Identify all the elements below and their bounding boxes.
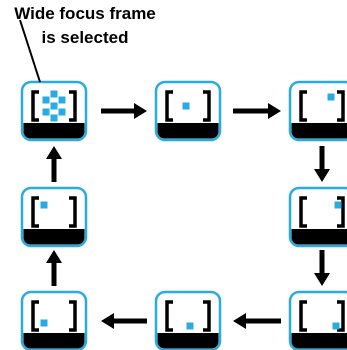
left-bracket [299,300,307,332]
focus-point [58,108,66,116]
focus-frame-bottom-center [154,290,222,350]
right-bracket [69,90,77,122]
right-bracket [203,90,211,122]
focus-point [42,108,50,116]
frame-bottom-bar-top [23,229,85,235]
arrow-wide-to-center [101,103,147,119]
caption-leader-line [19,19,41,83]
frame-bottom-bar-top [157,123,219,129]
frame-bottom-bar-top [23,123,85,129]
right-bracket [337,300,345,332]
focus-frame-right [288,186,347,248]
arrow-right-to-bottom-right [314,250,330,286]
focus-point [50,102,58,110]
focus-point [58,96,66,104]
focus-point [40,319,48,327]
arrow-top-left-to-wide [46,146,62,182]
focus-point [182,102,190,110]
right-bracket [69,196,77,228]
left-bracket [165,300,173,332]
focus-point [334,201,342,209]
focus-frame-center [154,80,222,142]
frame-bottom-bar-top [157,333,219,339]
right-bracket [337,90,345,122]
left-bracket [165,90,173,122]
right-bracket [203,300,211,332]
caption-line-1: Wide focus frame [14,4,156,23]
left-bracket [299,196,307,228]
arrow-head [101,313,114,329]
focus-point [186,322,194,330]
arrow-head [314,169,330,182]
focus-point [42,96,50,104]
arrow-top-right-to-right [314,146,330,182]
frame-bottom-bar-top [291,229,347,235]
focus-frame-wide [20,80,88,142]
arrow-bottom-left-to-top-left [46,250,62,286]
left-bracket [299,90,307,122]
left-bracket [31,196,39,228]
arrow-head [46,250,62,263]
arrow-head [134,103,147,119]
focus-point [40,201,48,209]
focus-frame-bottom-right [288,290,347,350]
wide-focus-caption: Wide focus frame is selected [0,2,170,50]
left-bracket [31,300,39,332]
arrow-head [314,273,330,286]
frame-bottom-bar-top [291,123,347,129]
focus-point [50,114,58,122]
focus-point [332,322,340,330]
right-bracket [337,196,345,228]
arrow-bottom-center-to-bottom-left [101,313,147,329]
right-bracket [69,300,77,332]
arrow-head [46,146,62,159]
focus-point [327,93,335,101]
arrow-head [233,313,246,329]
focus-frame-top-right [288,80,347,142]
focus-point [50,90,58,98]
arrow-head [268,103,281,119]
arrow-center-to-top-right [233,103,281,119]
frame-bottom-bar-top [291,333,347,339]
focus-frame-top-left [20,186,88,248]
focus-frame-bottom-left [20,290,88,350]
arrow-bottom-right-to-bottom-center [233,313,281,329]
frame-bottom-bar-top [23,333,85,339]
left-bracket [31,90,39,122]
caption-line-2: is selected [41,28,129,47]
